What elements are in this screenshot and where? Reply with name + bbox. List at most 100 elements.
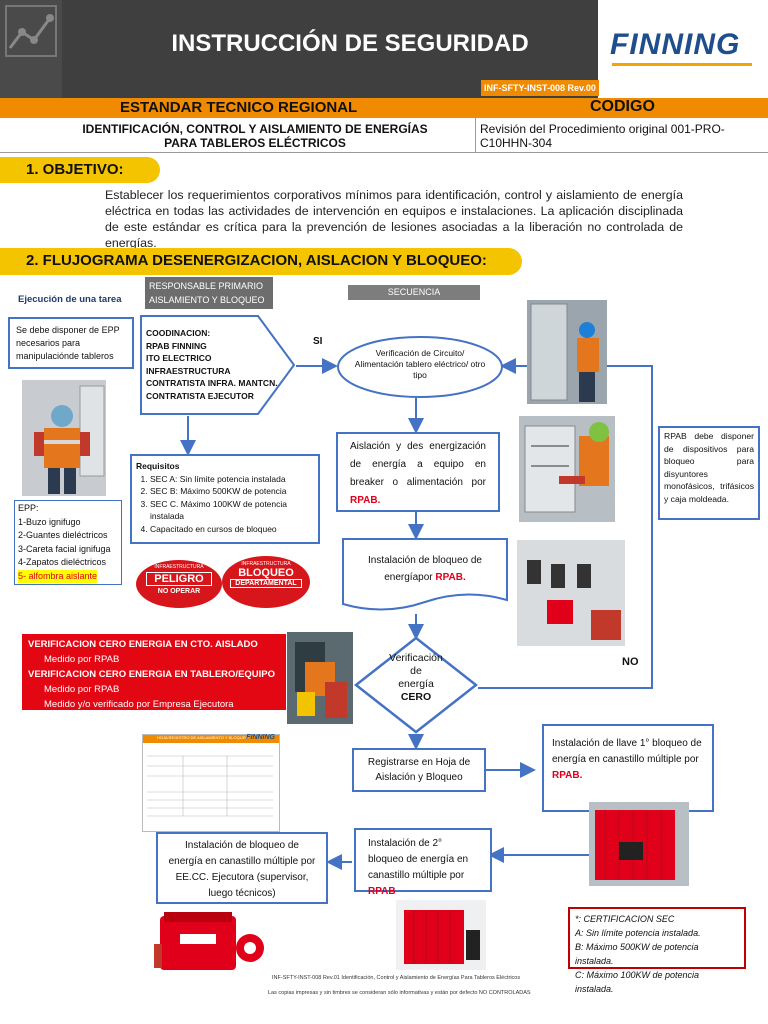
coordination-line: CONTRATISTA EJECUTOR <box>146 390 254 401</box>
certification-box: *: CERTIFICACION SEC A: Sin límite poten… <box>568 907 746 994</box>
standard-row: ESTANDAR TECNICO REGIONAL CODIGO <box>0 98 768 118</box>
epp-item: 1-Buzo ignifugo <box>18 516 81 527</box>
zero-energy-line: VERIFICACION CERO ENERGIA EN TABLERO/EQU… <box>28 669 276 680</box>
requirements-box: Requisitos SEC A: Sin límite potencia in… <box>130 454 320 544</box>
zero-energy-box: VERIFICACION CERO ENERGIA EN CTO. AISLAD… <box>22 634 286 710</box>
coordination-line: ITO ELECTRICO INFRAESTRUCTURA <box>146 353 231 376</box>
danger-tag: INFRAESTRUCTURA PELIGRO NO OPERAR <box>136 560 222 608</box>
brand-logo: FINNING <box>610 28 741 61</box>
certification-item: B: Máximo 500KW de potencia instalada. <box>575 942 699 966</box>
doc-code: INF-SFTY-INST-008 Rev.00 <box>481 80 599 96</box>
coordination-line: CONTRATISTA INFRA. MANTCN. <box>146 378 278 388</box>
certification-item: C: Máximo 100KW de potencia instalada. <box>575 970 700 994</box>
first-lock-step: Instalación de llave 1° bloqueo de energ… <box>542 724 714 812</box>
lockout-tag-top: INFRAESTRUCTURA <box>241 561 291 567</box>
certification-item: A: Sin límite potencia instalada. <box>575 928 701 938</box>
epp-list: EPP: 1-Buzo ignifugo 2-Guantes dieléctri… <box>14 500 122 585</box>
decision-line: CERO <box>400 691 432 703</box>
isolation-text: Aislación y des energización de energía … <box>350 441 486 488</box>
requirement-item: SEC B: Máximo 500KW de potencia <box>150 485 314 498</box>
page-title: INSTRUCCIÓN DE SEGURIDAD <box>171 30 529 57</box>
footer-line-2: Las copias impresas y sin timbres se con… <box>268 990 531 996</box>
lockbox-photo-1 <box>150 904 278 974</box>
network-icon <box>0 0 62 100</box>
flow-heading-bar: 2. FLUJOGRAMA DESENERGIZACION, AISLACION… <box>0 248 522 275</box>
second-lock-text: Instalación de 2° bloqueo de energía en … <box>368 838 469 881</box>
breaker-photo <box>519 416 615 522</box>
epp-title: EPP: <box>18 503 39 513</box>
circuit-verification-text: Verificación de Circuito/ Alimentación t… <box>354 348 486 380</box>
flow-heading: 2. FLUJOGRAMA DESENERGIZACION, AISLACION… <box>26 252 487 269</box>
zero-energy-line: Medido y/o verificado por Empresa Ejecut… <box>44 699 234 710</box>
lockbox-photo-2 <box>396 900 486 970</box>
worker-epp-photo <box>22 380 106 496</box>
form-brand: FINNING <box>246 734 275 741</box>
decision-text: Verificación de energía CERO <box>376 652 456 704</box>
lockout-tag: INFRAESTRUCTURA BLOQUEO DEPARTAMENTAL <box>222 556 310 608</box>
rpab-devices-note: RPAB debe disponer de dispositivos para … <box>658 426 760 520</box>
multimeter-photo <box>287 632 353 724</box>
no-label: NO <box>622 656 639 668</box>
codigo-label: CODIGO <box>590 98 655 115</box>
footer-line-1: INF-SFTY-INST-008 Rev.01 Identificación,… <box>272 975 521 981</box>
subtitle-line-2: PARA TABLEROS ELÉCTRICOS <box>164 136 346 150</box>
responsible-column-label: RESPONSABLE PRIMARIO AISLAMIENTO Y BLOQU… <box>145 277 273 309</box>
lock-install-text: Instalación de bloqueo de energíapor RPA… <box>352 552 498 586</box>
requirement-item: SEC C. Máximo 100KW de potencia instalad… <box>150 498 314 523</box>
isolation-step: Aislación y des energización de energía … <box>336 432 500 512</box>
decision-line: Verificación <box>389 652 443 664</box>
rpab-highlight: RPAB. <box>552 770 583 781</box>
epp-item: 4-Zapatos dieléctricos <box>18 557 107 567</box>
epp-item-highlight: 5- alfombra aislante <box>18 569 98 583</box>
requirement-item: Capacitado en cursos de bloqueo <box>150 523 314 536</box>
revision-text: Revisión del Procedimiento original 001-… <box>480 122 725 150</box>
subtitle-row: IDENTIFICACIÓN, CONTROL Y AISLAMIENTO DE… <box>0 118 768 153</box>
sequence-column-label: SECUENCIA <box>348 285 480 300</box>
form-title: HOJA REGISTRO DE AISLAMIENTO Y BLOQUEO <box>143 735 279 743</box>
rpab-highlight: RPAB <box>368 886 396 897</box>
lock-install-label: Instalación de bloqueo de energíapor <box>368 555 482 583</box>
epp-requirement-box: Se debe disponer de EPP necesarios para … <box>8 317 134 369</box>
objective-text: Establecer los requerimientos corporativ… <box>105 188 683 250</box>
rpab-highlight: RPAB. <box>435 572 466 583</box>
second-lock-step: Instalación de 2° bloqueo de energía en … <box>354 828 492 897</box>
danger-tag-main: PELIGRO <box>146 572 212 586</box>
zero-energy-line: Medido por RPAB <box>44 684 120 695</box>
coordination-text: COODINACION: RPAB FINNING ITO ELECTRICO … <box>146 327 296 402</box>
lock-install-step: Instalación de bloqueo de energíapor RPA… <box>342 538 508 614</box>
epp-item: 3-Careta facial ignifuga <box>18 543 111 554</box>
lockout-tag-main: BLOQUEO <box>238 567 294 579</box>
document-subtitle: IDENTIFICACIÓN, CONTROL Y AISLAMIENTO DE… <box>40 122 470 150</box>
task-column-label: Ejecución de una tarea <box>18 294 122 305</box>
objective-heading: 1. OBJETIVO: <box>26 161 124 178</box>
zero-energy-line: VERIFICACION CERO ENERGIA EN CTO. AISLAD… <box>28 639 258 650</box>
register-step: Registrarse en Hoja de Aislación y Bloqu… <box>352 748 486 792</box>
subtitle-line-1: IDENTIFICACIÓN, CONTROL Y AISLAMIENTO DE… <box>82 122 428 136</box>
danger-tag-bottom: NO OPERAR <box>157 588 201 595</box>
epp-item: 2-Guantes dieléctricos <box>18 530 108 540</box>
standard-label: ESTANDAR TECNICO REGIONAL <box>120 99 358 116</box>
rpab-highlight: RPAB. <box>350 495 381 506</box>
decision-line: energía <box>398 678 434 690</box>
certification-title: *: CERTIFICACION SEC <box>575 914 675 924</box>
registration-form-image: HOJA REGISTRO DE AISLAMIENTO Y BLOQUEO F… <box>142 734 280 832</box>
zero-energy-decision: Verificación de energía CERO <box>354 636 478 734</box>
lockout-photo <box>517 540 625 646</box>
contractor-lock-step: Instalación de bloqueo de energía en can… <box>156 832 328 904</box>
zero-energy-line: Medido por RPAB <box>44 654 120 665</box>
lockout-tag-sub: DEPARTAMENTAL <box>230 579 302 588</box>
coordination-title: COODINACION: <box>146 328 211 338</box>
requirements-title: Requisitos <box>136 461 180 471</box>
danger-tag-top: INFRAESTRUCTURA <box>154 564 204 570</box>
si-label: SI <box>313 336 323 347</box>
panel-photo-1 <box>527 300 607 404</box>
requirement-item: SEC A: Sin límite potencia instalada <box>150 473 314 486</box>
coordination-shape: COODINACION: RPAB FINNING ITO ELECTRICO … <box>140 315 296 415</box>
objective-heading-bar: 1. OBJETIVO: <box>0 157 160 183</box>
circuit-verification: Verificación de Circuito/ Alimentación t… <box>336 335 504 399</box>
coordination-line: RPAB FINNING <box>146 340 207 351</box>
brand-underline <box>612 63 752 66</box>
divider <box>475 118 476 152</box>
decision-line: de <box>410 665 422 677</box>
first-lock-text: Instalación de llave 1° bloqueo de energ… <box>552 738 702 765</box>
